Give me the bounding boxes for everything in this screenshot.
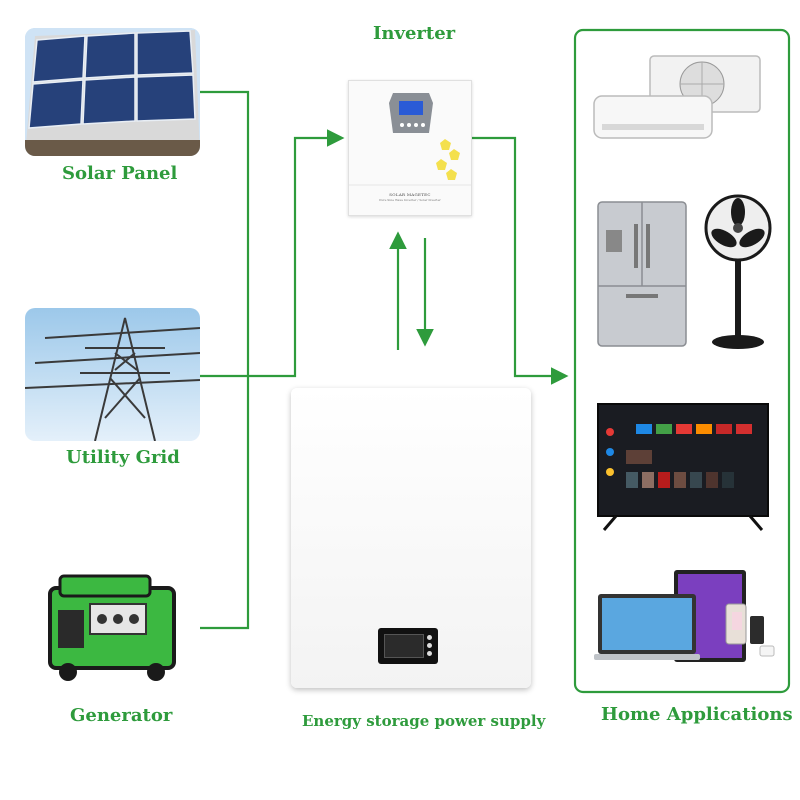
home-applications-frame [573,28,791,694]
solar-panel-label: Solar Panel [62,163,178,184]
battery-display [378,628,438,664]
inverter-device: SOLAR MAGETEC Pure Sine Wave Inverter / … [348,80,472,216]
home-applications-label: Home Applications [601,704,793,725]
air-conditioner-icon [590,50,770,150]
solar-panel-card [25,28,200,156]
storage-label: Energy storage power supply [302,712,546,730]
television-icon [596,402,770,532]
battery-button-1 [427,635,432,640]
battery-button-3 [427,651,432,656]
inverter-to-home-line [472,136,569,385]
refrigerator-icon [596,200,688,348]
solar-line [200,90,250,376]
generator-card [38,570,186,685]
fan-icon [702,192,774,352]
battery-screen [384,634,424,658]
battery-wall-icon [291,388,531,688]
grid-to-inverter-line [200,129,345,378]
generator-icon [48,574,176,681]
utility-grid-card [25,308,200,441]
devices-icon [594,568,776,668]
battery-button-2 [427,643,432,648]
inverter-label: Inverter [373,23,456,44]
power-tower-icon [25,317,200,441]
solar-panel-icon [25,28,200,156]
inverter-subtitle: Pure Sine Wave Inverter / Solar Inverter [379,198,441,202]
inverter-icon [349,93,471,186]
generator-line [200,376,250,630]
generator-label: Generator [70,705,173,726]
utility-grid-label: Utility Grid [66,447,180,468]
inverter-brand: SOLAR MAGETEC [389,192,431,197]
